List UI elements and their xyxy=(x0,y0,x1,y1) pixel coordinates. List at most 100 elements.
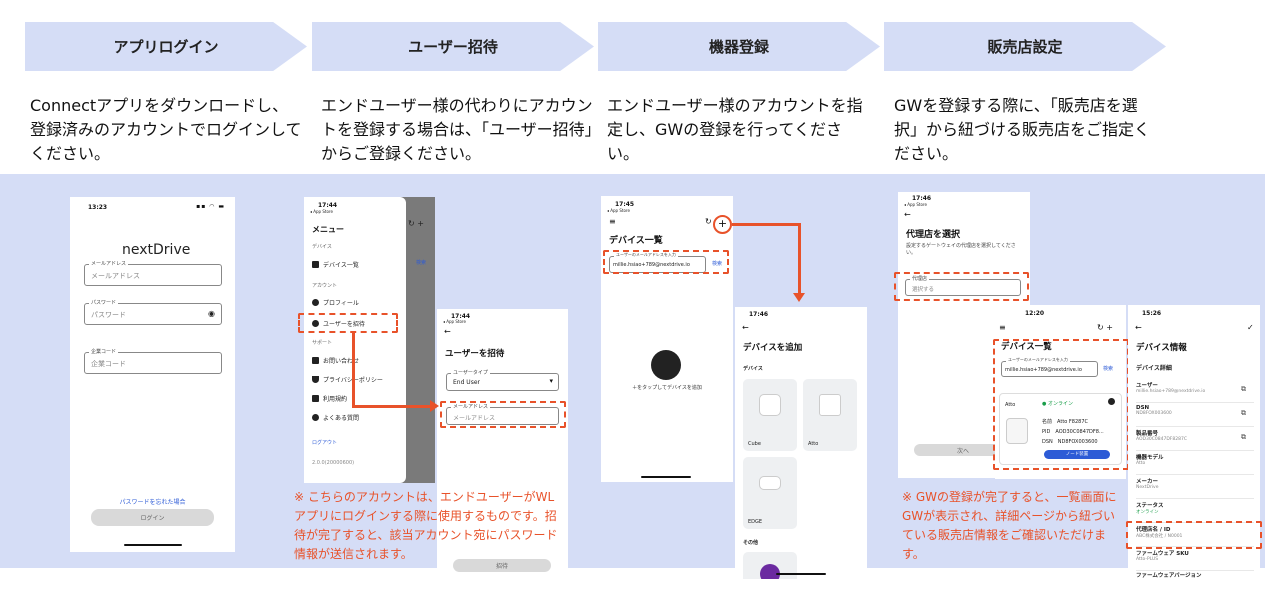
add-device-button[interactable]: + xyxy=(713,215,732,234)
back-arrow-icon[interactable]: ← xyxy=(904,210,911,219)
search-button[interactable]: 検索 xyxy=(712,261,723,267)
device-placeholder-icon xyxy=(651,350,681,380)
back-app-store[interactable]: ◂ App Store xyxy=(607,208,630,213)
device-tile-edge[interactable]: EDGE xyxy=(743,457,797,529)
gw-device-icon xyxy=(1006,418,1028,444)
next-button[interactable]: 次へ xyxy=(914,444,1012,456)
edge-device-icon xyxy=(759,475,781,490)
copy-icon[interactable]: ⧉ xyxy=(1241,433,1246,441)
info-row-key: ファームウェア SKU xyxy=(1136,551,1189,557)
gw-note: ※ GWの登録が完了すると、一覧画面にGWが表示され、詳細ページから紐づいている… xyxy=(902,490,1117,561)
highlight-invite-menu xyxy=(298,313,398,333)
back-arrow-icon[interactable]: ← xyxy=(444,327,451,336)
eye-icon[interactable]: ◉ xyxy=(208,309,215,318)
menu-item-contact[interactable]: お問い合わせ xyxy=(312,356,359,365)
step-desc-invite: エンドユーザー様の代わりにアカウントを登録する場合は、「ユーザー招待」からご登録… xyxy=(321,96,593,163)
hamburger-icon[interactable]: ≡ xyxy=(999,323,1006,332)
add-device-title: デバイスを追加 xyxy=(743,343,803,353)
info-row-key: 製品番号 xyxy=(1136,431,1159,437)
email-field[interactable]: メールアドレスメールアドレス xyxy=(84,260,222,286)
device-tile-atto[interactable]: Atto xyxy=(803,379,857,451)
chevron-down-icon: ▾ xyxy=(549,377,553,385)
info-row-key: ファームウェアバージョン xyxy=(1136,573,1202,579)
back-arrow-icon[interactable]: ← xyxy=(742,323,749,332)
info-row-value: ND8FOX003600 xyxy=(1136,411,1172,416)
dealer-desc: 設定するゲートウェイの代理店を選択してください。 xyxy=(906,243,1016,256)
logout-link[interactable]: ログアウト xyxy=(312,440,338,446)
home-indicator xyxy=(124,544,182,546)
menu-item-device-list[interactable]: デバイス一覧 xyxy=(312,260,359,269)
arrow-head xyxy=(430,400,439,412)
invite-button[interactable]: 招待 xyxy=(453,559,551,572)
node-button[interactable]: ノード装置 xyxy=(1044,450,1110,459)
side-search-label: 検索 xyxy=(416,260,427,266)
search-button[interactable]: 検索 xyxy=(1103,366,1114,372)
info-row-value: Atto xyxy=(1136,461,1146,466)
step-desc-device: エンドユーザー様のアカウントを指定し、GWの登録を行ってください。 xyxy=(607,96,863,163)
step-desc-login: Connectアプリをダウンロードし、登録済みのアカウントでログインしてください… xyxy=(30,96,302,163)
menu-item-profile[interactable]: プロフィール xyxy=(312,298,359,307)
hamburger-icon[interactable]: ≡ xyxy=(609,217,616,226)
menu-item-privacy[interactable]: プライバシーポリシー xyxy=(312,375,383,384)
arrow-line xyxy=(352,333,355,408)
home-indicator xyxy=(641,476,691,478)
other-device-icon xyxy=(760,564,780,579)
device-list-title: デバイス一覧 xyxy=(1001,342,1052,352)
back-app-store[interactable]: ◂ App Store xyxy=(310,209,333,214)
login-button[interactable]: ログイン xyxy=(91,509,214,526)
signal-icon: ▪▪ ◠ ▬ xyxy=(196,203,225,210)
info-row-key: 機器モデル xyxy=(1136,455,1164,461)
info-icon[interactable] xyxy=(1108,398,1115,405)
device-name: 名前 Atto F8287C xyxy=(1042,419,1089,425)
online-status: ● オンライン xyxy=(1042,401,1073,407)
refresh-icon[interactable]: ↻ xyxy=(705,217,712,226)
highlight-user-search xyxy=(603,250,729,274)
info-row-key: 代理店名 / ID xyxy=(1136,527,1171,533)
empty-state-text: ＋をタップしてデバイスを追加 xyxy=(632,385,702,391)
device-tile-cube[interactable]: Cube xyxy=(743,379,797,451)
password-field[interactable]: パスワードパスワード◉ xyxy=(84,299,222,325)
menu-item-invite[interactable]: ユーザーを招待 xyxy=(312,319,365,328)
dealer-title: 代理店を選択 xyxy=(906,230,961,240)
gw-card[interactable]: Atto ● オンライン 名前 Atto F8287C PID AOD30C08… xyxy=(999,393,1122,465)
device-info-subtitle: デバイス詳細 xyxy=(1136,365,1172,372)
dealer-select-field[interactable]: 代理店選択する xyxy=(905,275,1021,296)
copy-icon[interactable]: ⧉ xyxy=(1241,409,1246,417)
mail-icon xyxy=(312,357,319,364)
step-header-invite: ユーザー招待 xyxy=(312,22,594,71)
info-row-value: AOD30C0847DF8287C xyxy=(1136,437,1187,442)
menu-title: メニュー xyxy=(312,225,344,234)
copy-icon[interactable]: ⧉ xyxy=(1241,385,1246,393)
step-desc-dealer: GWを登録する際に、「販売店を選択」から紐づける販売店をご指定ください。 xyxy=(894,96,1151,163)
company-code-field[interactable]: 企業コード企業コード xyxy=(84,348,222,374)
grid-icon xyxy=(312,261,319,268)
login-screen: 13:23 ▪▪ ◠ ▬ nextDrive メールアドレスメールアドレス パス… xyxy=(70,197,235,552)
forgot-password-link[interactable]: パスワードを忘れた場合 xyxy=(119,499,186,506)
refresh-add-icon[interactable]: ↻ + xyxy=(1097,323,1113,332)
person-icon xyxy=(312,299,319,306)
device-list-screen: 17:45 ◂ App Store ≡ ↻ デバイス一覧 ユーザーのメールアドレ… xyxy=(601,196,733,482)
invite-email-field[interactable]: メールアドレスメールアドレス xyxy=(446,403,559,425)
check-icon[interactable]: ✓ xyxy=(1247,323,1254,332)
info-row-key: ユーザー xyxy=(1136,383,1158,389)
info-row-value: ABC株式会社 / N0001 xyxy=(1136,534,1183,539)
add-person-icon xyxy=(312,320,319,327)
back-arrow-icon[interactable]: ← xyxy=(1135,323,1142,332)
arrow-head xyxy=(793,293,805,302)
card-title: Atto xyxy=(1005,402,1016,408)
back-app-store[interactable]: ◂ App Store xyxy=(443,319,466,324)
info-row: ステータスオンライン xyxy=(1136,501,1254,523)
menu-screen: 17:44 ◂ App Store メニュー デバイス デバイス一覧 アカウント… xyxy=(304,197,435,483)
brand-logo: nextDrive xyxy=(122,242,191,258)
highlight-email-field xyxy=(440,401,566,428)
menu-item-faq[interactable]: よくある質問 xyxy=(312,413,359,422)
menu-item-terms[interactable]: 利用規約 xyxy=(312,394,347,403)
back-app-store[interactable]: ◂ App Store xyxy=(904,202,927,207)
